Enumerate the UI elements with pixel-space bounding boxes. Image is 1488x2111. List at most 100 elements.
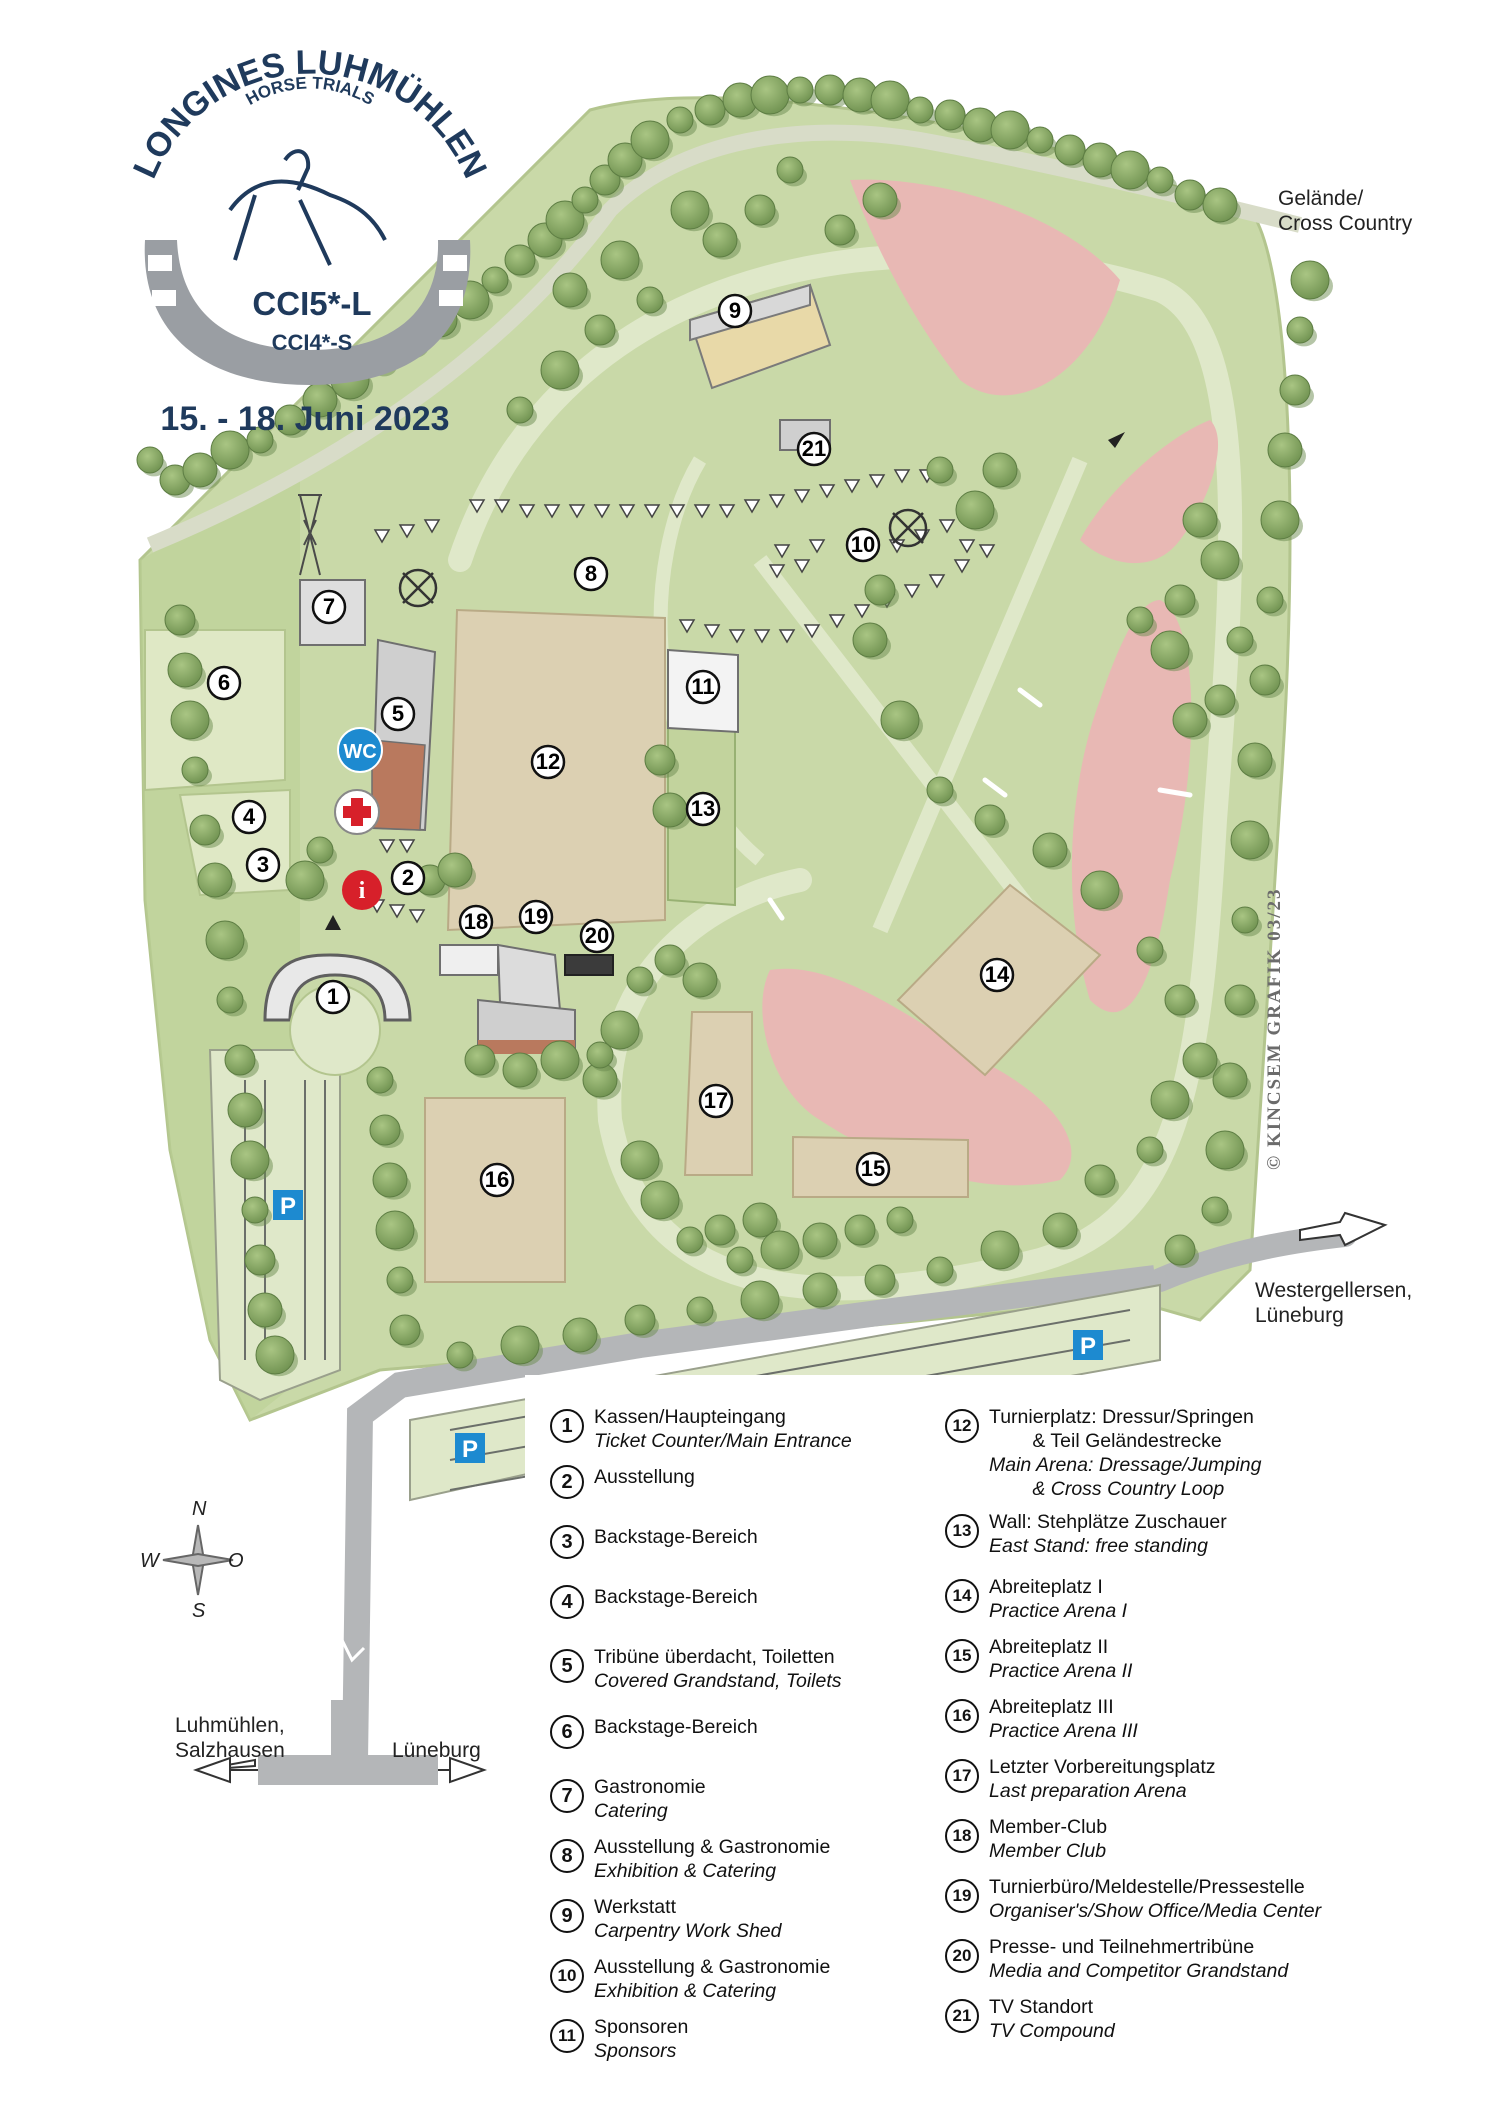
map-marker-15[interactable]: 15 <box>855 1151 891 1187</box>
tree <box>640 1180 680 1220</box>
legend-label-de: Sponsoren <box>594 2016 689 2038</box>
legend-label-en: Main Arena: Dressage/Jumping & Cross Cou… <box>989 1454 1262 1500</box>
map-marker-8[interactable]: 8 <box>573 556 609 592</box>
map-marker-9[interactable]: 9 <box>717 293 753 329</box>
map-marker-10[interactable]: 10 <box>845 527 881 563</box>
map-marker-label: 4 <box>243 804 256 829</box>
legend-number: 11 <box>550 2019 584 2053</box>
map-marker-12[interactable]: 12 <box>530 744 566 780</box>
map-marker-20[interactable]: 20 <box>579 918 615 954</box>
map-marker-16[interactable]: 16 <box>479 1162 515 1198</box>
map-marker-13[interactable]: 13 <box>685 791 721 827</box>
legend-label-en: Sponsors <box>594 2040 677 2062</box>
legend-label-en: Carpentry Work Shed <box>594 1920 782 1942</box>
tree <box>652 792 688 828</box>
legend-label-de: Gastronomie <box>594 1776 706 1798</box>
legend-number: 2 <box>550 1465 584 1499</box>
tree <box>926 456 954 484</box>
tree <box>464 1044 496 1076</box>
tree <box>1084 1164 1116 1196</box>
map-marker-18[interactable]: 18 <box>458 904 494 940</box>
tree <box>1230 820 1270 860</box>
tree <box>666 106 694 134</box>
legend-label-de: Backstage-Bereich <box>594 1526 758 1548</box>
legend-text: Backstage-Bereich <box>594 1715 758 1739</box>
map-marker-11[interactable]: 11 <box>685 669 721 705</box>
tree <box>620 1140 660 1180</box>
tree <box>740 1280 780 1320</box>
xc-zone-ridge <box>1080 420 1219 564</box>
tree <box>1267 432 1303 468</box>
map-marker-label: 2 <box>402 865 414 890</box>
legend-label-en: Member Club <box>989 1840 1107 1862</box>
map-marker-2[interactable]: 2 <box>390 860 426 896</box>
tree <box>786 76 814 104</box>
legend-label-en: TV Compound <box>989 2020 1115 2042</box>
label-cross-country-2: Cross Country <box>1278 212 1413 235</box>
legend-label-de: Ausstellung & Gastronomie <box>594 1836 831 1858</box>
compass-o: O <box>228 1550 244 1572</box>
tree <box>216 986 244 1014</box>
tree <box>1205 1130 1245 1170</box>
legend-number: 5 <box>550 1649 584 1683</box>
map-marker-1[interactable]: 1 <box>315 979 351 1015</box>
map-marker-circle <box>796 431 832 467</box>
map-marker-5[interactable]: 5 <box>380 696 416 732</box>
xc-zone-south <box>762 968 1072 1186</box>
map-marker-7[interactable]: 7 <box>311 589 347 625</box>
map-marker-circle <box>315 979 351 1015</box>
map-marker-circle <box>245 847 281 883</box>
xc-jumps <box>767 687 1193 921</box>
map-marker-label: 3 <box>257 852 269 877</box>
map-marker-circle <box>458 904 494 940</box>
legend-label-de: Ausstellung & Gastronomie <box>594 1956 831 1978</box>
tree <box>926 1256 954 1284</box>
map-marker-17[interactable]: 17 <box>698 1083 734 1119</box>
legend-label-de: Turnierplatz: Dressur/Springen & Teil Ge… <box>989 1406 1254 1452</box>
label-south: Lüneburg <box>392 1739 481 1762</box>
tree <box>802 1222 838 1258</box>
map-marker-19[interactable]: 19 <box>518 899 554 935</box>
tree <box>1164 1234 1196 1266</box>
map-marker-3[interactable]: 3 <box>245 847 281 883</box>
map-marker-21[interactable]: 21 <box>796 431 832 467</box>
parking-sign-east-label: P <box>1080 1333 1096 1360</box>
map-marker-6[interactable]: 6 <box>206 665 242 701</box>
tree <box>624 1304 656 1336</box>
first-aid-icon <box>334 789 380 835</box>
tree <box>197 862 233 898</box>
backstage-6 <box>144 629 286 792</box>
map-marker-label: 9 <box>729 298 741 323</box>
tree <box>886 1206 914 1234</box>
gallop-direction-arrow <box>1108 432 1125 448</box>
tree <box>686 1296 714 1324</box>
tree <box>182 452 218 488</box>
tree <box>852 622 888 658</box>
tree <box>862 182 898 218</box>
tree <box>285 860 325 900</box>
tree <box>990 110 1030 150</box>
map-marker-4[interactable]: 4 <box>231 799 267 835</box>
tree <box>571 186 599 214</box>
tree <box>644 744 676 776</box>
tree <box>1202 187 1238 223</box>
tree <box>205 920 245 960</box>
tree <box>545 200 585 240</box>
tree <box>1080 870 1120 910</box>
tree <box>926 776 954 804</box>
map-marker-circle <box>479 1162 515 1198</box>
xc-zone-north <box>850 179 1120 396</box>
map-marker-label: 15 <box>861 1156 885 1181</box>
tree <box>1110 150 1150 190</box>
tree <box>630 120 670 160</box>
map-marker-14[interactable]: 14 <box>979 957 1015 993</box>
tree <box>682 962 718 998</box>
tree <box>704 1214 736 1246</box>
parking-sign-south-label: P <box>462 1436 478 1463</box>
